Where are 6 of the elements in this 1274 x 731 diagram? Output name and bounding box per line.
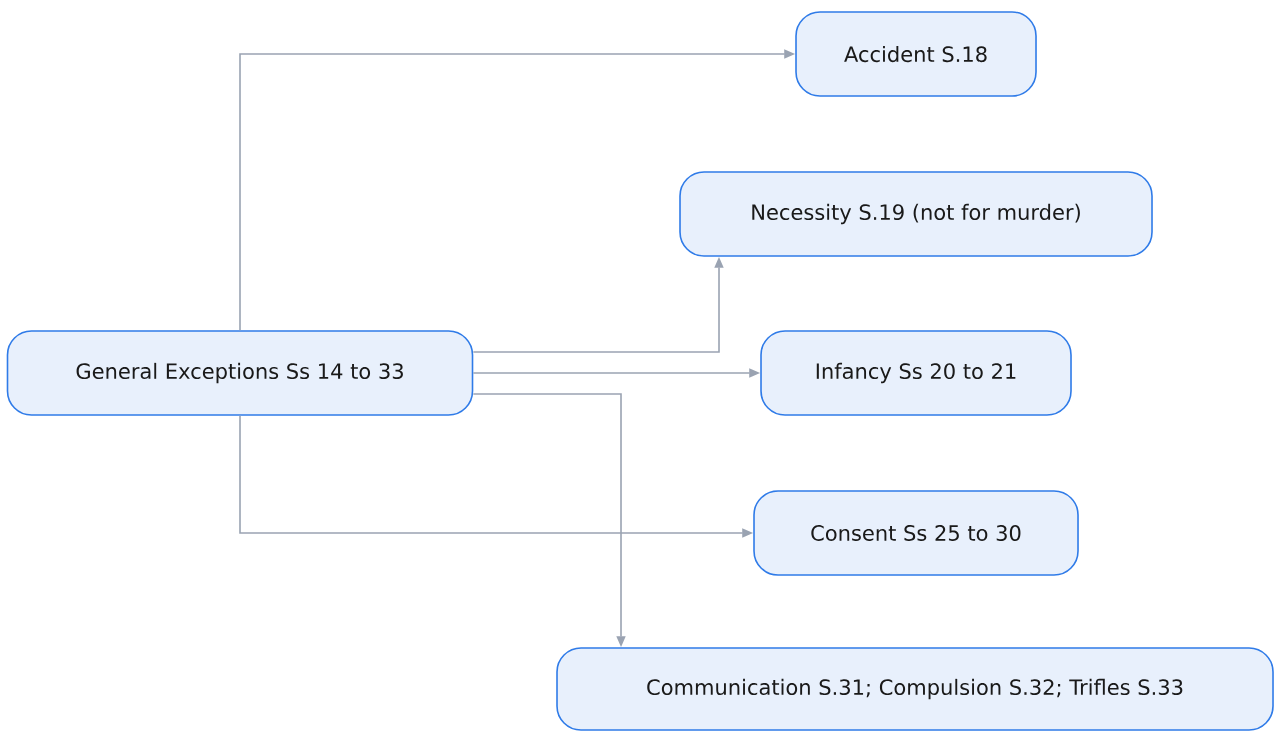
process-box: Communication S.31; Compulsion S.32; Trifles S.33 bbox=[556, 647, 1274, 731]
process-box: Necessity S.19 (not for murder) bbox=[679, 171, 1153, 257]
process-box: General Exceptions Ss 14 to 33 bbox=[6, 330, 474, 416]
process-box: Consent Ss 25 to 30 bbox=[753, 490, 1079, 576]
process-box: Infancy Ss 20 to 21 bbox=[760, 330, 1072, 416]
process-box: Accident S.18 bbox=[795, 11, 1037, 97]
